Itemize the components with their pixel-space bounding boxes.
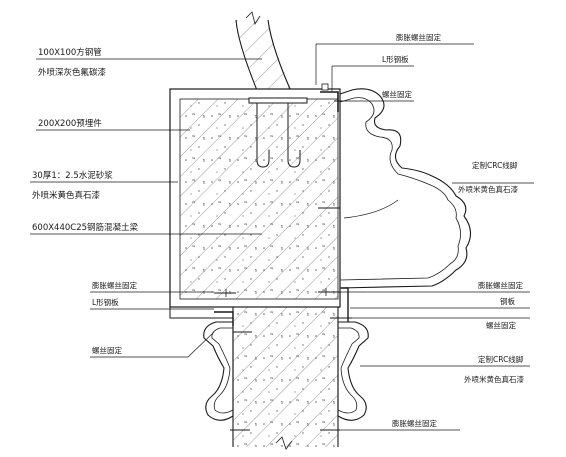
break-mark-top bbox=[245, 11, 261, 26]
embed-plate bbox=[248, 97, 308, 168]
embed-plate-label: 200X200预埋件 bbox=[38, 118, 102, 129]
crc-lower-finish-label: 外喷米黄色真石漆 bbox=[464, 374, 524, 384]
crc-upper-finish-label: 外喷米黄色真石漆 bbox=[458, 184, 518, 194]
labels: 100X100方钢管 外喷深灰色氟碳漆 200X200预埋件 30厚1：2.5水… bbox=[32, 32, 524, 428]
concrete-beam bbox=[169, 88, 349, 319]
top-l-plate-label: L形钢板 bbox=[382, 54, 409, 64]
tube-finish-label: 外喷深灰色氟碳漆 bbox=[38, 67, 107, 78]
beam-label: 600X440C25钢筋混凝土梁 bbox=[32, 222, 139, 233]
right-expansion-bolt-label: 膨胀螺丝固定 bbox=[478, 280, 523, 290]
left-l-plate-label: L形钢板 bbox=[92, 297, 119, 307]
crc-lower-moulding bbox=[203, 321, 369, 421]
left-expansion-bolt-label: 膨胀螺丝固定 bbox=[92, 280, 137, 290]
crc-lower-label: 定制CRC线脚 bbox=[478, 354, 523, 364]
steel-plate-label: 钢板 bbox=[500, 296, 515, 306]
top-screw-label: 螺丝固定 bbox=[382, 89, 412, 99]
top-l-plate bbox=[320, 83, 344, 112]
left-bolts bbox=[214, 289, 340, 431]
right-screw-label: 螺丝固定 bbox=[486, 320, 516, 330]
leader-lines bbox=[30, 43, 534, 431]
top-expansion-bolt-label: 膨胀螺丝固定 bbox=[396, 32, 441, 42]
left-screw-label: 螺丝固定 bbox=[92, 345, 122, 355]
crc-upper-moulding bbox=[339, 88, 472, 289]
tube-spec-label: 100X100方钢管 bbox=[38, 47, 102, 58]
crc-upper-label: 定制CRC线脚 bbox=[472, 160, 517, 170]
mortar-label: 30厚1：2.5水泥砂浆 bbox=[32, 170, 113, 181]
column bbox=[232, 307, 339, 450]
bottom-expansion-bolt-label: 膨胀螺丝固定 bbox=[392, 418, 437, 428]
mortar-finish-label: 外喷米黄色真石漆 bbox=[32, 190, 101, 201]
right-bolts bbox=[318, 207, 352, 322]
steel-tube bbox=[235, 11, 296, 101]
break-mark-bottom bbox=[275, 436, 293, 450]
